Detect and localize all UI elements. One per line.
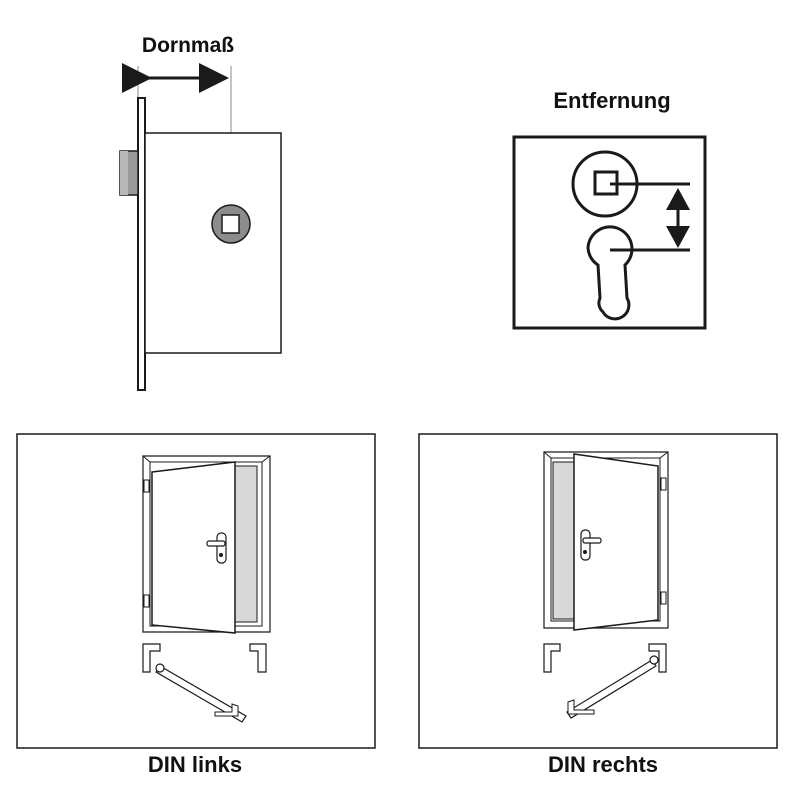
door-leaf-edge — [234, 465, 258, 623]
distance-arrow-head-top — [666, 188, 690, 210]
door-leaf — [573, 453, 659, 631]
mortise-lock-diagram — [119, 63, 282, 391]
entfernung-label: Entfernung — [553, 88, 671, 113]
din-rechts-panel — [418, 433, 778, 749]
frame-mitre-tr — [659, 451, 669, 459]
plan-frame-right — [648, 643, 667, 673]
lock-case — [144, 132, 282, 354]
frame-mitre-tl — [142, 455, 151, 463]
dornmass-label: Dornmaß — [141, 34, 235, 57]
din-rechts-label: DIN rechts — [547, 752, 659, 777]
door-handle — [206, 540, 226, 547]
lock-faceplate — [137, 97, 146, 391]
door-leaf-edge — [552, 461, 575, 620]
door-leaf — [151, 461, 236, 634]
spindle-square — [221, 214, 240, 234]
plan-handle — [214, 703, 239, 717]
din-links-label: DIN links — [147, 752, 243, 777]
keyhole — [219, 553, 223, 557]
plan-hinge — [649, 655, 659, 665]
plan-frame-right — [249, 643, 267, 673]
hinge-top — [143, 479, 150, 493]
plan-handle — [567, 699, 595, 715]
door-handle — [582, 537, 602, 544]
plan-frame-left — [142, 643, 161, 673]
distance-arrow-head-bottom — [666, 226, 690, 248]
entfernung-diagram — [512, 135, 707, 330]
plan-frame-left — [543, 643, 561, 673]
frame-mitre-tl — [543, 451, 552, 459]
hinge-bottom — [143, 594, 150, 608]
latch-bolt-face — [120, 151, 128, 195]
hinge-bottom — [660, 591, 667, 605]
frame-mitre-tr — [261, 455, 271, 463]
keyhole — [583, 550, 587, 554]
hinge-top — [660, 477, 667, 491]
plan-hinge — [155, 663, 165, 673]
handle-escutcheon — [216, 532, 227, 564]
handle-escutcheon — [580, 529, 591, 561]
din-links-panel — [16, 433, 376, 749]
